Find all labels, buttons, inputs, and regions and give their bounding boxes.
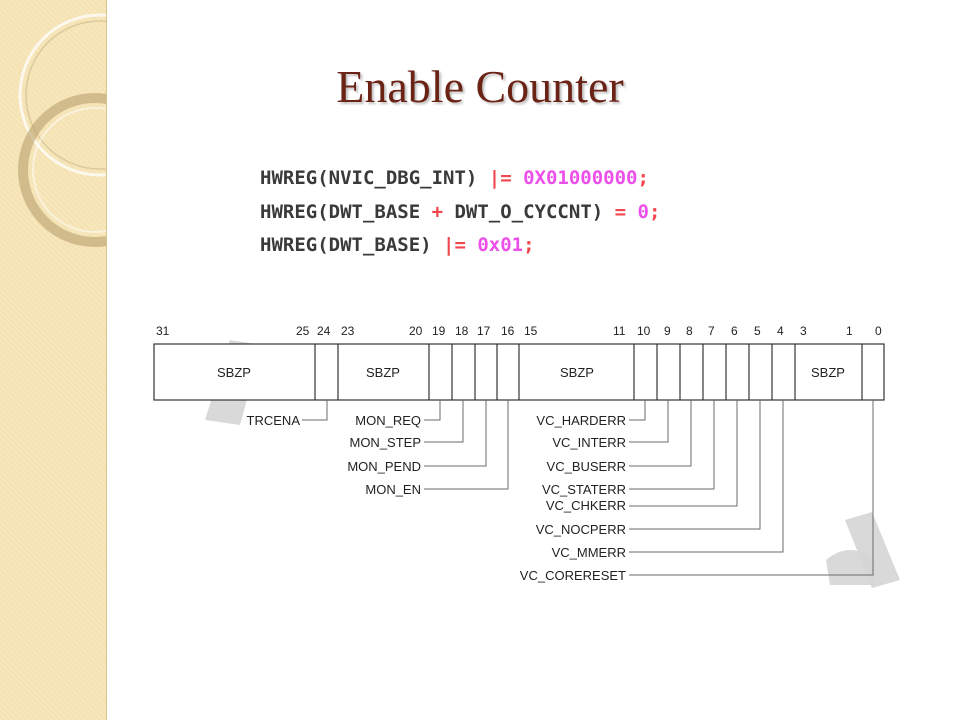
code-block: HWREG(NVIC_DBG_INT) |= 0X01000000;HWREG(… — [260, 162, 660, 263]
code-token: = — [614, 200, 638, 223]
left-signal-labels: TRCENA MON_REQ MON_STEP MON_PEND MON_EN — [247, 413, 421, 497]
connector-lines — [302, 400, 874, 576]
bit-number: 25 — [296, 324, 310, 338]
code-token: |= — [443, 234, 478, 256]
signal-label-vc-corereset: VC_CORERESET — [520, 568, 626, 583]
bit-number: 19 — [432, 324, 446, 338]
bit-number: 20 — [409, 324, 423, 338]
register-cells — [153, 343, 885, 401]
code-token: 0 — [637, 200, 649, 223]
signal-label-trcena: TRCENA — [247, 413, 301, 428]
bit-number: 1 — [846, 324, 853, 338]
bit-number: 11 — [613, 324, 626, 338]
field-label-sbzp: SBZP — [217, 365, 251, 380]
bit-number: 18 — [455, 324, 469, 338]
code-token: + — [431, 200, 455, 223]
bit-number: 5 — [754, 324, 761, 338]
field-label-sbzp: SBZP — [560, 365, 594, 380]
slide-title: Enable Counter — [336, 61, 624, 112]
bit-number: 4 — [777, 324, 784, 338]
code-token: ; — [648, 200, 661, 223]
bit-number: 7 — [708, 324, 715, 338]
bit-number: 17 — [477, 324, 491, 338]
signal-label-mon-pend: MON_PEND — [347, 459, 421, 474]
bit-number: 3 — [800, 324, 807, 338]
signal-label-vc-staterr: VC_STATERR — [542, 482, 626, 497]
signal-label-vc-harderr: VC_HARDERR — [536, 413, 626, 428]
bit-number: 0 — [875, 324, 882, 338]
code-token: ; — [523, 234, 535, 256]
right-signal-labels: VC_HARDERR VC_INTERR VC_BUSERR VC_STATER… — [520, 413, 626, 583]
bit-number: 16 — [501, 324, 515, 338]
decorative-rings — [18, 13, 106, 247]
bit-number: 8 — [686, 324, 693, 338]
bit-number: 15 — [524, 324, 538, 338]
code-line: HWREG(DWT_BASE + DWT_O_CYCCNT) = 0; — [260, 196, 660, 230]
bit-number: 6 — [731, 324, 738, 338]
field-label-sbzp: SBZP — [811, 365, 845, 380]
signal-label-vc-chkerr: VC_CHKERR — [546, 498, 626, 513]
code-token: HWREG(NVIC_DBG_INT) — [260, 167, 489, 189]
code-token: |= — [488, 167, 524, 189]
code-token: 0x01 — [477, 234, 524, 256]
signal-label-mon-step: MON_STEP — [349, 435, 421, 450]
signal-label-mon-en: MON_EN — [365, 482, 421, 497]
code-line: HWREG(NVIC_DBG_INT) |= 0X01000000; — [260, 162, 660, 196]
code-line: HWREG(DWT_BASE) |= 0x01; — [260, 229, 660, 263]
signal-label-mon-req: MON_REQ — [355, 413, 421, 428]
signal-label-vc-interr: VC_INTERR — [552, 435, 626, 450]
signal-label-vc-nocperr: VC_NOCPERR — [536, 522, 626, 537]
bit-number: 10 — [637, 324, 651, 338]
code-token: DWT_O_CYCCNT) — [454, 200, 615, 223]
code-token: ; — [637, 167, 649, 189]
bit-number: 9 — [664, 324, 671, 338]
bit-number: 31 — [156, 324, 170, 338]
field-labels: SBZP SBZP SBZP SBZP — [217, 365, 845, 380]
signal-label-vc-mmerr: VC_MMERR — [552, 545, 626, 560]
field-label-sbzp: SBZP — [366, 365, 400, 380]
signal-label-vc-buserr: VC_BUSERR — [547, 459, 626, 474]
bit-number: 23 — [341, 324, 355, 338]
decorative-side-strip — [0, 0, 107, 720]
code-token: HWREG(DWT_BASE) — [260, 234, 444, 256]
code-token: HWREG(DWT_BASE — [260, 200, 432, 223]
bit-number-row: 31 25 24 23 20 19 18 17 16 15 11 10 9 8 … — [156, 324, 882, 338]
bit-number: 24 — [317, 324, 331, 338]
code-token: 0X01000000 — [523, 167, 638, 189]
